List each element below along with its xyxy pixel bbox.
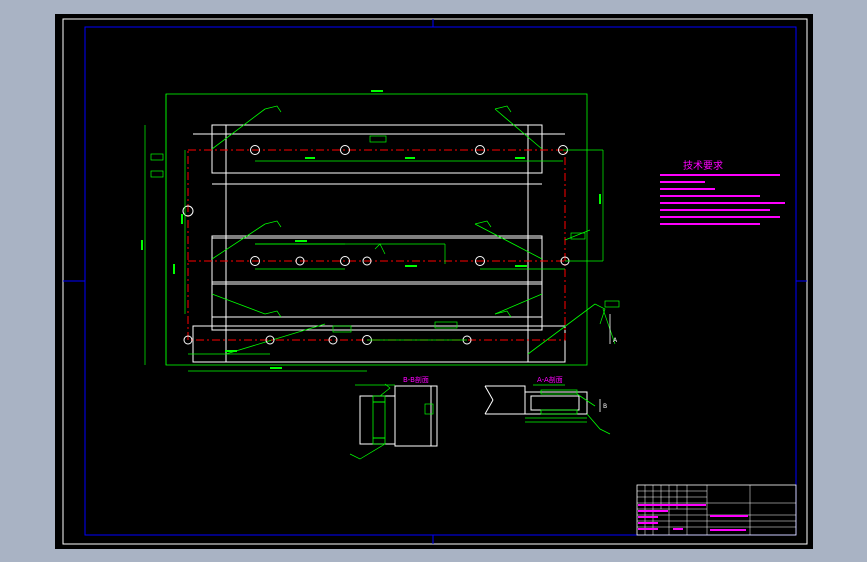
tech-req-title: 技术要求 [683, 159, 723, 172]
bolt-holes [182, 145, 570, 345]
section-b-view: B-B剖面 [349, 375, 438, 460]
dimension-text-marks [141, 90, 601, 369]
gusset-leaders [211, 108, 596, 355]
middle-member [211, 235, 543, 285]
overall-outline [165, 93, 588, 366]
section-markers [599, 314, 611, 412]
bottom-member [211, 281, 543, 331]
centering-marks [63, 19, 807, 544]
main-frame-view [141, 90, 620, 372]
section-b-label: B-B剖面 [403, 375, 429, 384]
section-marker-b: B [603, 403, 607, 410]
section-a-label: A-A剖面 [537, 375, 563, 384]
tech-req-lines [660, 174, 785, 225]
cad-drawing: 技术要求 B-B剖面 A-A剖面 [62, 18, 808, 545]
section-marker-a: A [613, 337, 618, 344]
cad-viewport[interactable]: 技术要求 B-B剖面 A-A剖面 [55, 14, 813, 549]
title-block [636, 484, 797, 536]
base-member [192, 325, 566, 363]
section-a-view: A-A剖面 [484, 375, 611, 435]
weld-symbols [150, 105, 620, 345]
technical-requirements: 技术要求 [660, 159, 785, 225]
hole-centerlines [187, 149, 566, 341]
inner-rails [193, 125, 565, 362]
drawing-border [84, 26, 797, 536]
dimension-lines [144, 94, 604, 372]
top-member [211, 124, 543, 174]
